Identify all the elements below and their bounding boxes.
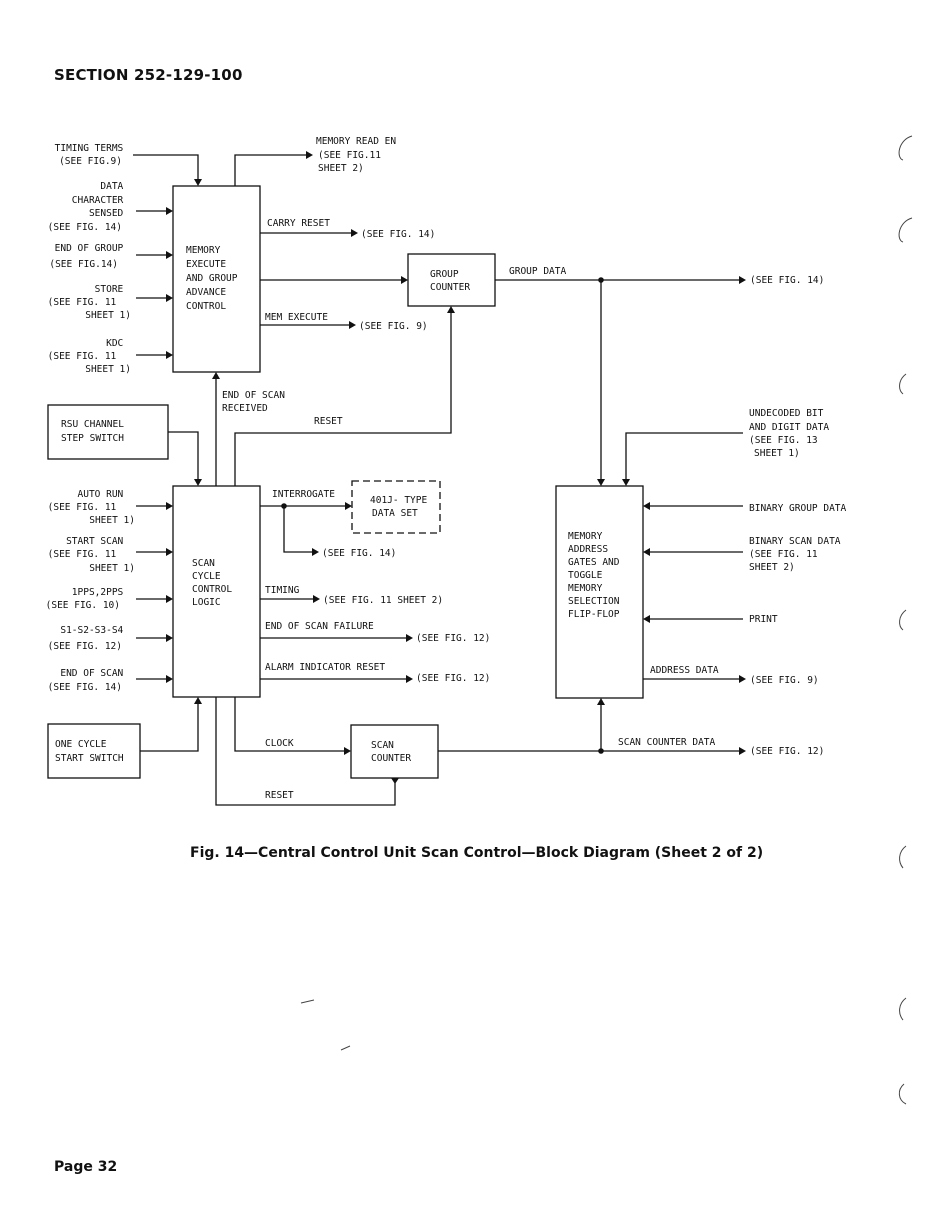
carry-reset-label: CARRY RESET [267, 218, 330, 229]
rsu-channel-switch-block [47, 404, 169, 460]
memory-read-en-label: MEMORY READ EN (SEE FIG.11 SHEET 2) [316, 136, 402, 174]
page-number: Page 32 [54, 1159, 118, 1175]
start-scan-label: START SCAN (SEE FIG. 11 SHEET 1) [48, 536, 135, 574]
carry-reset-ref: (SEE FIG. 14) [361, 229, 435, 240]
reset-top-label: RESET [314, 416, 343, 427]
timing-terms-label: TIMING TERMS (SEE FIG.9) [55, 143, 129, 167]
binary-group-label: BINARY GROUP DATA [749, 503, 847, 514]
memory-execute-text: MEMORY EXECUTE AND GROUP ADVANCE CONTROL [186, 245, 243, 312]
end-of-scan-label: END OF SCAN (SEE FIG. 14) [48, 668, 129, 693]
scan-cycle-text: SCAN CYCLE CONTROL LOGIC [192, 558, 238, 608]
kdc-label: KDC (SEE FIG. 11 SHEET 1) [48, 338, 131, 375]
one-cycle-switch-block [47, 723, 141, 779]
scan-artifacts [300, 135, 913, 1105]
memory-address-text: MEMORY ADDRESS GATES AND TOGGLE MEMORY S… [568, 531, 625, 620]
group-data-label: GROUP DATA [509, 266, 566, 277]
arrowheads [166, 151, 746, 784]
group-counter-text: GROUP COUNTER [430, 269, 470, 293]
mem-execute-ref: (SEE FIG. 9) [359, 321, 428, 332]
scan-counter-data-junction [598, 748, 604, 754]
data-set-text: 401J- TYPE DATA SET [370, 495, 433, 519]
print-label: PRINT [749, 614, 778, 625]
figure-caption: Fig. 14—Central Control Unit Scan Contro… [190, 845, 764, 861]
interrogate-label: INTERROGATE [272, 489, 335, 500]
clock-label: CLOCK [265, 738, 294, 749]
group-data-ref: (SEE FIG. 14) [750, 275, 824, 286]
rsu-channel-text: RSU CHANNEL STEP SWITCH [61, 419, 130, 444]
undecoded-label: UNDECODED BIT AND DIGIT DATA (SEE FIG. 1… [749, 408, 835, 459]
mem-execute-label: MEM EXECUTE [265, 312, 328, 323]
timing-label: TIMING [265, 585, 300, 596]
alarm-reset-ref: (SEE FIG. 12) [416, 673, 490, 684]
auto-run-label: AUTO RUN (SEE FIG. 11 SHEET 1) [48, 489, 135, 526]
store-label: STORE (SEE FIG. 11 SHEET 1) [48, 284, 131, 321]
end-of-scan-received-label: END OF SCAN RECEIVED [222, 390, 291, 414]
section-header: SECTION 252-129-100 [54, 66, 243, 84]
interrogate-junction [281, 503, 287, 509]
address-data-label: ADDRESS DATA [650, 665, 719, 676]
memory-address-block [555, 485, 644, 699]
data-character-label: DATA CHARACTER SENSED (SEE FIG. 14) [48, 181, 129, 233]
timing-ref: (SEE FIG. 11 SHEET 2) [323, 595, 443, 606]
connector-lines [133, 154, 743, 806]
s1-s4-label: S1-S2-S3-S4 (SEE FIG. 12) [48, 625, 129, 652]
group-data-junction [598, 277, 604, 283]
one-cycle-text: ONE CYCLE START SWITCH [55, 739, 124, 764]
interrogate-ref: (SEE FIG. 14) [322, 548, 396, 559]
scan-counter-data-label: SCAN COUNTER DATA [618, 737, 716, 748]
end-scan-failure-ref: (SEE FIG. 12) [416, 633, 490, 644]
scan-counter-data-ref: (SEE FIG. 12) [750, 746, 824, 757]
end-scan-failure-label: END OF SCAN FAILURE [265, 621, 374, 632]
scan-counter-text: SCAN COUNTER [371, 740, 411, 764]
end-of-group-label: END OF GROUP (SEE FIG.14) [49, 243, 129, 270]
data-set-block [351, 480, 441, 534]
memory-execute-block [172, 185, 261, 373]
binary-scan-label: BINARY SCAN DATA (SEE FIG. 11 SHEET 2) [749, 536, 846, 573]
scan-counter-block [350, 724, 439, 779]
pps-label: 1PPS,2PPS (SEE FIG. 10) [46, 587, 129, 611]
alarm-reset-label: ALARM INDICATOR RESET [265, 662, 385, 673]
address-data-ref: (SEE FIG. 9) [750, 675, 819, 686]
group-counter-block [407, 253, 496, 307]
reset-bottom-label: RESET [265, 790, 294, 801]
